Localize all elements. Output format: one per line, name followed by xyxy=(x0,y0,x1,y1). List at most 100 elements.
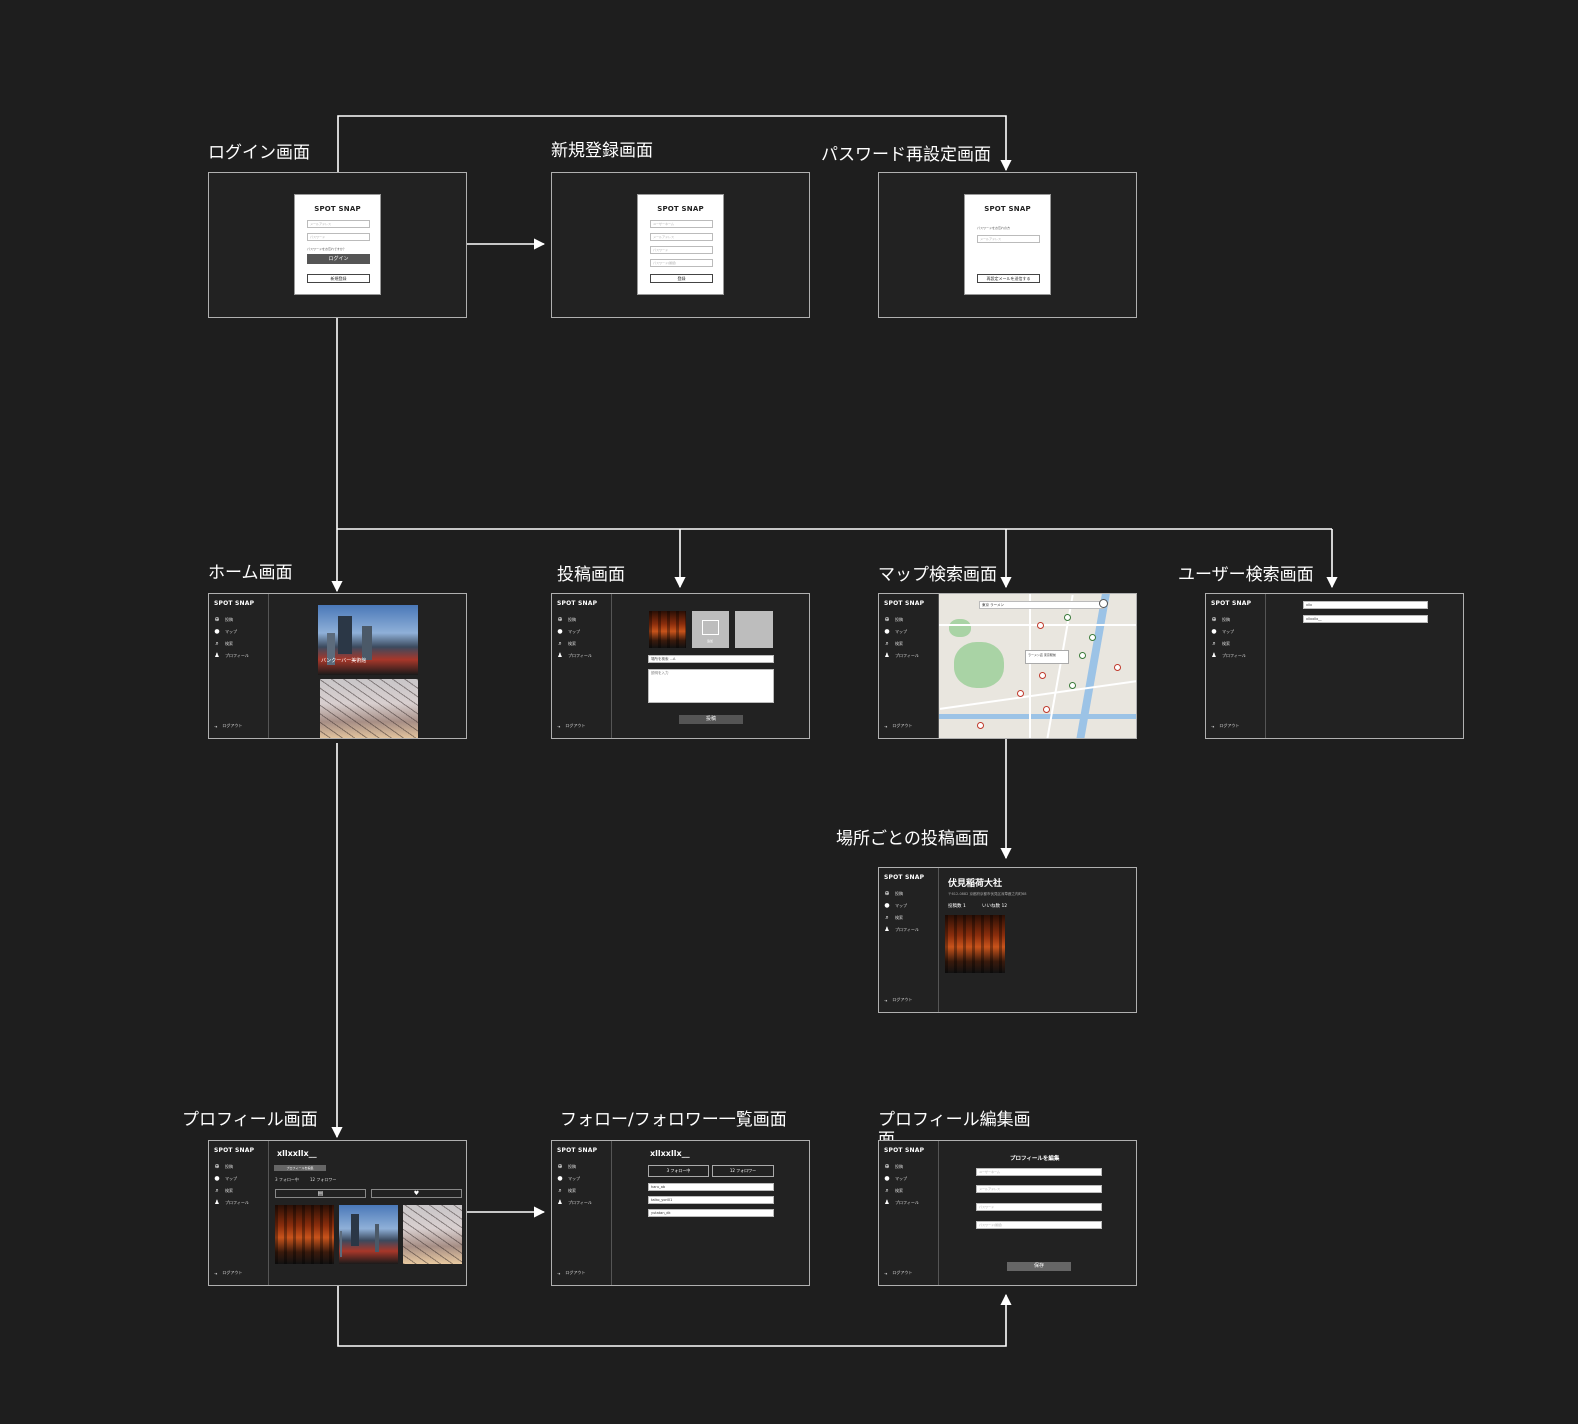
nav-post[interactable]: ⊕投稿 xyxy=(557,1163,576,1170)
map-pin[interactable] xyxy=(1017,690,1024,697)
password-confirm-field[interactable]: パスワード(確認) xyxy=(650,259,713,267)
map-popup[interactable]: ラーメン店 東京駅前 xyxy=(1025,650,1069,664)
follow-list-screen-frame[interactable]: SPOT SNAP ⊕投稿 ●マップ ⌕検索 ♟プロフィール ⇥ログアウト xl… xyxy=(551,1140,810,1286)
nav-profile[interactable]: ♟プロフィール xyxy=(214,1199,249,1206)
nav-search[interactable]: ⌕検索 xyxy=(558,1187,576,1194)
likes-tab[interactable]: ♥ xyxy=(371,1189,462,1198)
login-button[interactable]: ログイン xyxy=(307,254,370,264)
nav-map[interactable]: ●マップ xyxy=(214,1175,237,1182)
signup-screen-frame[interactable]: SPOT SNAP ユーザーネーム メールアドレス パスワード パスワード(確認… xyxy=(551,172,810,318)
user-list-item[interactable]: haru_ab xyxy=(648,1183,774,1191)
user-list-item[interactable]: yutatan_dk xyxy=(648,1209,774,1217)
password-field[interactable]: パスワード xyxy=(976,1203,1102,1211)
login-screen-frame[interactable]: SPOT SNAP メールアドレス パスワード パスワードをお忘れですか？ ログ… xyxy=(208,172,467,318)
profile-post-photo[interactable] xyxy=(275,1205,334,1264)
map-pin[interactable] xyxy=(1089,634,1096,641)
nav-logout[interactable]: ⇥ログアウト xyxy=(884,1270,913,1276)
profile-screen-frame[interactable]: SPOT SNAP ⊕投稿 ●マップ ⌕検索 ♟プロフィール ⇥ログアウト xl… xyxy=(208,1140,467,1286)
nav-map[interactable]: ●マップ xyxy=(884,1175,907,1182)
post-screen-frame[interactable]: SPOT SNAP ⊕投稿 ●マップ ⌕検索 ♟プロフィール ⇥ログアウト 追加… xyxy=(551,593,810,739)
nav-search[interactable]: ⌕検索 xyxy=(885,914,903,921)
nav-map[interactable]: ●マップ xyxy=(557,1175,580,1182)
map-pin[interactable] xyxy=(1043,706,1050,713)
place-posts-screen-frame[interactable]: SPOT SNAP ⊕投稿 ●マップ ⌕検索 ♟プロフィール ⇥ログアウト 伏見… xyxy=(878,867,1137,1013)
map-pin[interactable] xyxy=(1037,622,1044,629)
nav-post[interactable]: ⊕投稿 xyxy=(884,616,903,623)
nav-logout[interactable]: ⇥ログアウト xyxy=(1211,723,1240,729)
nav-post[interactable]: ⊕投稿 xyxy=(214,616,233,623)
email-field[interactable]: メールアドレス xyxy=(307,220,370,228)
map-search-input[interactable]: 東京 ラーメン xyxy=(979,601,1104,609)
feed-photo[interactable] xyxy=(320,679,418,738)
nav-post[interactable]: ⊕投稿 xyxy=(884,890,903,897)
email-field[interactable]: メールアドレス xyxy=(977,235,1040,243)
map-pin[interactable] xyxy=(1114,664,1121,671)
map-pin[interactable] xyxy=(1069,682,1076,689)
submit-post-button[interactable]: 投稿 xyxy=(679,715,743,724)
username-field[interactable]: ユーザーネーム xyxy=(976,1168,1102,1176)
tab-followers[interactable]: 12 フォロワー xyxy=(712,1165,774,1177)
password-field[interactable]: パスワード xyxy=(307,233,370,241)
posts-tab[interactable]: ▤ xyxy=(275,1189,366,1198)
user-result-item[interactable]: xllxxllx__ xyxy=(1303,615,1428,623)
following-count[interactable]: 3 フォロー中 xyxy=(275,1177,299,1182)
edit-profile-button[interactable]: プロフィールを編集 xyxy=(274,1165,326,1171)
place-post-photo[interactable] xyxy=(945,915,1005,973)
nav-profile[interactable]: ♟プロフィール xyxy=(884,652,919,659)
place-search-input[interactable]: 場所を検索 ...A xyxy=(648,655,774,663)
nav-profile[interactable]: ♟プロフィール xyxy=(214,652,249,659)
user-list-item[interactable]: taiko_yori01 xyxy=(648,1196,774,1204)
nav-search[interactable]: ⌕検索 xyxy=(215,640,233,647)
forgot-password-link[interactable]: パスワードをお忘れですか？ xyxy=(307,247,346,251)
profile-post-photo[interactable] xyxy=(339,1205,398,1264)
nav-search[interactable]: ⌕検索 xyxy=(215,1187,233,1194)
user-search-input[interactable]: xllx xyxy=(1303,601,1428,609)
feed-photo[interactable]: バンクーバー美術館 xyxy=(318,605,418,675)
email-field[interactable]: メールアドレス xyxy=(976,1185,1102,1193)
map-pin[interactable] xyxy=(1039,672,1046,679)
nav-map[interactable]: ●マップ xyxy=(884,902,907,909)
save-button[interactable]: 保存 xyxy=(1007,1262,1071,1271)
nav-logout[interactable]: ⇥ログアウト xyxy=(557,723,586,729)
nav-profile[interactable]: ♟プロフィール xyxy=(1211,652,1246,659)
nav-post[interactable]: ⊕投稿 xyxy=(1211,616,1230,623)
description-textarea[interactable]: 説明を入力 xyxy=(648,669,774,703)
selected-photo[interactable] xyxy=(649,611,686,648)
add-photo-button[interactable]: 追加 xyxy=(692,611,729,648)
nav-profile[interactable]: ♟プロフィール xyxy=(557,1199,592,1206)
nav-logout[interactable]: ⇥ログアウト xyxy=(557,1270,586,1276)
map-screen-frame[interactable]: SPOT SNAP ⊕投稿 ●マップ ⌕検索 ♟プロフィール ⇥ログアウト 東京… xyxy=(878,593,1137,739)
nav-post[interactable]: ⊕投稿 xyxy=(214,1163,233,1170)
followers-count[interactable]: 12 フォロワー xyxy=(310,1177,337,1182)
nav-map[interactable]: ●マップ xyxy=(214,628,237,635)
profile-post-photo[interactable] xyxy=(403,1205,462,1264)
nav-map[interactable]: ●マップ xyxy=(1211,628,1234,635)
map-pin[interactable] xyxy=(977,722,984,729)
map-pin[interactable] xyxy=(1064,614,1071,621)
nav-logout[interactable]: ⇥ログアウト xyxy=(214,723,243,729)
password-confirm-field[interactable]: パスワード(確認) xyxy=(976,1221,1102,1229)
nav-logout[interactable]: ⇥ログアウト xyxy=(884,723,913,729)
username-field[interactable]: ユーザーネーム xyxy=(650,220,713,228)
tab-following[interactable]: 3 フォロー中 xyxy=(648,1165,709,1177)
map-pin[interactable] xyxy=(1079,652,1086,659)
signup-button[interactable]: 新規登録 xyxy=(307,274,370,283)
nav-profile[interactable]: ♟プロフィール xyxy=(557,652,592,659)
nav-map[interactable]: ●マップ xyxy=(884,628,907,635)
send-reset-button[interactable]: 再設定メールを送信する xyxy=(977,274,1040,283)
map-pin[interactable] xyxy=(1099,599,1108,608)
user-search-screen-frame[interactable]: SPOT SNAP ⊕投稿 ●マップ ⌕検索 ♟プロフィール ⇥ログアウト xl… xyxy=(1205,593,1464,739)
reset-screen-frame[interactable]: SPOT SNAP パスワードをお忘れの方 メールアドレス 再設定メールを送信す… xyxy=(878,172,1137,318)
email-field[interactable]: メールアドレス xyxy=(650,233,713,241)
password-field[interactable]: パスワード xyxy=(650,246,713,254)
nav-post[interactable]: ⊕投稿 xyxy=(557,616,576,623)
nav-map[interactable]: ●マップ xyxy=(557,628,580,635)
home-screen-frame[interactable]: SPOT SNAP ⊕投稿 ●マップ ⌕検索 ♟プロフィール ⇥ログアウト バン… xyxy=(208,593,467,739)
photo-slot[interactable] xyxy=(735,611,773,648)
nav-logout[interactable]: ⇥ログアウト xyxy=(214,1270,243,1276)
nav-logout[interactable]: ⇥ログアウト xyxy=(884,997,913,1003)
map-view[interactable]: 東京 ラーメン ラーメン店 東京駅前 xyxy=(939,594,1136,738)
profile-edit-screen-frame[interactable]: SPOT SNAP ⊕投稿 ●マップ ⌕検索 ♟プロフィール ⇥ログアウト プロ… xyxy=(878,1140,1137,1286)
nav-search[interactable]: ⌕検索 xyxy=(1212,640,1230,647)
nav-post[interactable]: ⊕投稿 xyxy=(884,1163,903,1170)
